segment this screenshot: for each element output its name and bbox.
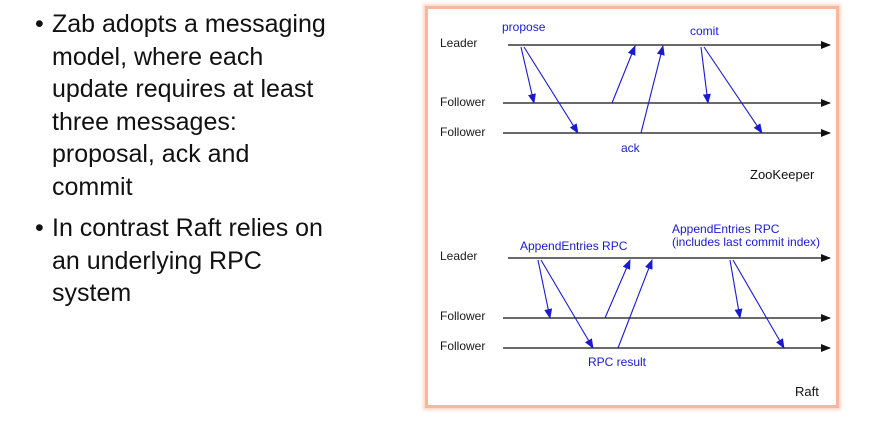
raft-append2-arrow-1 <box>729 259 743 319</box>
zk-commit-arrow-2 <box>703 46 763 134</box>
protocol-diagram: Leader Follower Follower propose comit a… <box>440 20 831 399</box>
raft-title: Raft <box>795 384 819 399</box>
raft-append1-label: AppendEntries RPC <box>520 239 628 253</box>
bullet-item: • Zab adopts a messaging model, where ea… <box>32 8 392 203</box>
bullet-list: • Zab adopts a messaging model, where ea… <box>32 8 392 310</box>
bullet-text-line: system <box>52 279 132 307</box>
bullet-item: • In contrast Raft relies on an underlyi… <box>32 212 392 310</box>
raft-append2-label-line1: AppendEntries RPC <box>672 222 780 236</box>
bullet-text-line: Zab adopts a messaging <box>52 10 326 38</box>
bullet-text-line: update requires at least <box>52 75 314 103</box>
raft-follower1-label: Follower <box>440 309 485 323</box>
raft-append2-arrow-2 <box>732 259 785 349</box>
raft-result-arrow-2 <box>617 259 653 349</box>
raft-append2-label-line2: (includes last commit index) <box>672 235 820 249</box>
raft-leader-label: Leader <box>440 249 477 263</box>
bullet-text-line: commit <box>52 172 133 201</box>
bullet-text-line: an underlying RPC <box>52 246 262 275</box>
zk-propose-label: propose <box>502 20 546 34</box>
zk-leader-label: Leader <box>440 36 477 50</box>
zk-commit-arrow-1 <box>700 46 711 104</box>
zookeeper-title: ZooKeeper <box>750 167 815 182</box>
zk-ack-arrow-1 <box>611 45 636 104</box>
bullet-text-line: proposal, ack and <box>52 140 250 168</box>
raft-append-arrow-2 <box>540 259 594 349</box>
zk-follower1-label: Follower <box>440 95 485 109</box>
zk-commit-label: comit <box>690 24 719 38</box>
bullet-text-line: model, where each <box>52 42 264 71</box>
raft-append-arrow-1 <box>537 259 553 319</box>
zookeeper-diagram: Leader Follower Follower propose comit a… <box>440 20 831 182</box>
raft-result-arrow-1 <box>604 259 631 319</box>
raft-diagram: Leader Follower Follower AppendEntries R… <box>440 222 831 399</box>
bullet-text-line: three messages: <box>52 107 237 136</box>
zk-propose-arrow-1 <box>520 46 536 104</box>
bullet-dot: • <box>35 214 44 242</box>
zk-propose-arrow-2 <box>523 46 579 134</box>
raft-follower2-label: Follower <box>440 339 485 353</box>
zk-follower2-label: Follower <box>440 125 485 139</box>
zk-ack-label: ack <box>621 141 641 155</box>
zk-ack-arrow-2 <box>640 45 665 134</box>
bullet-text-line: In contrast Raft relies on <box>52 214 323 242</box>
bullet-dot: • <box>35 10 44 38</box>
protocol-diagram-panel: Leader Follower Follower propose comit a… <box>425 6 839 408</box>
raft-result-label: RPC result <box>588 355 647 369</box>
